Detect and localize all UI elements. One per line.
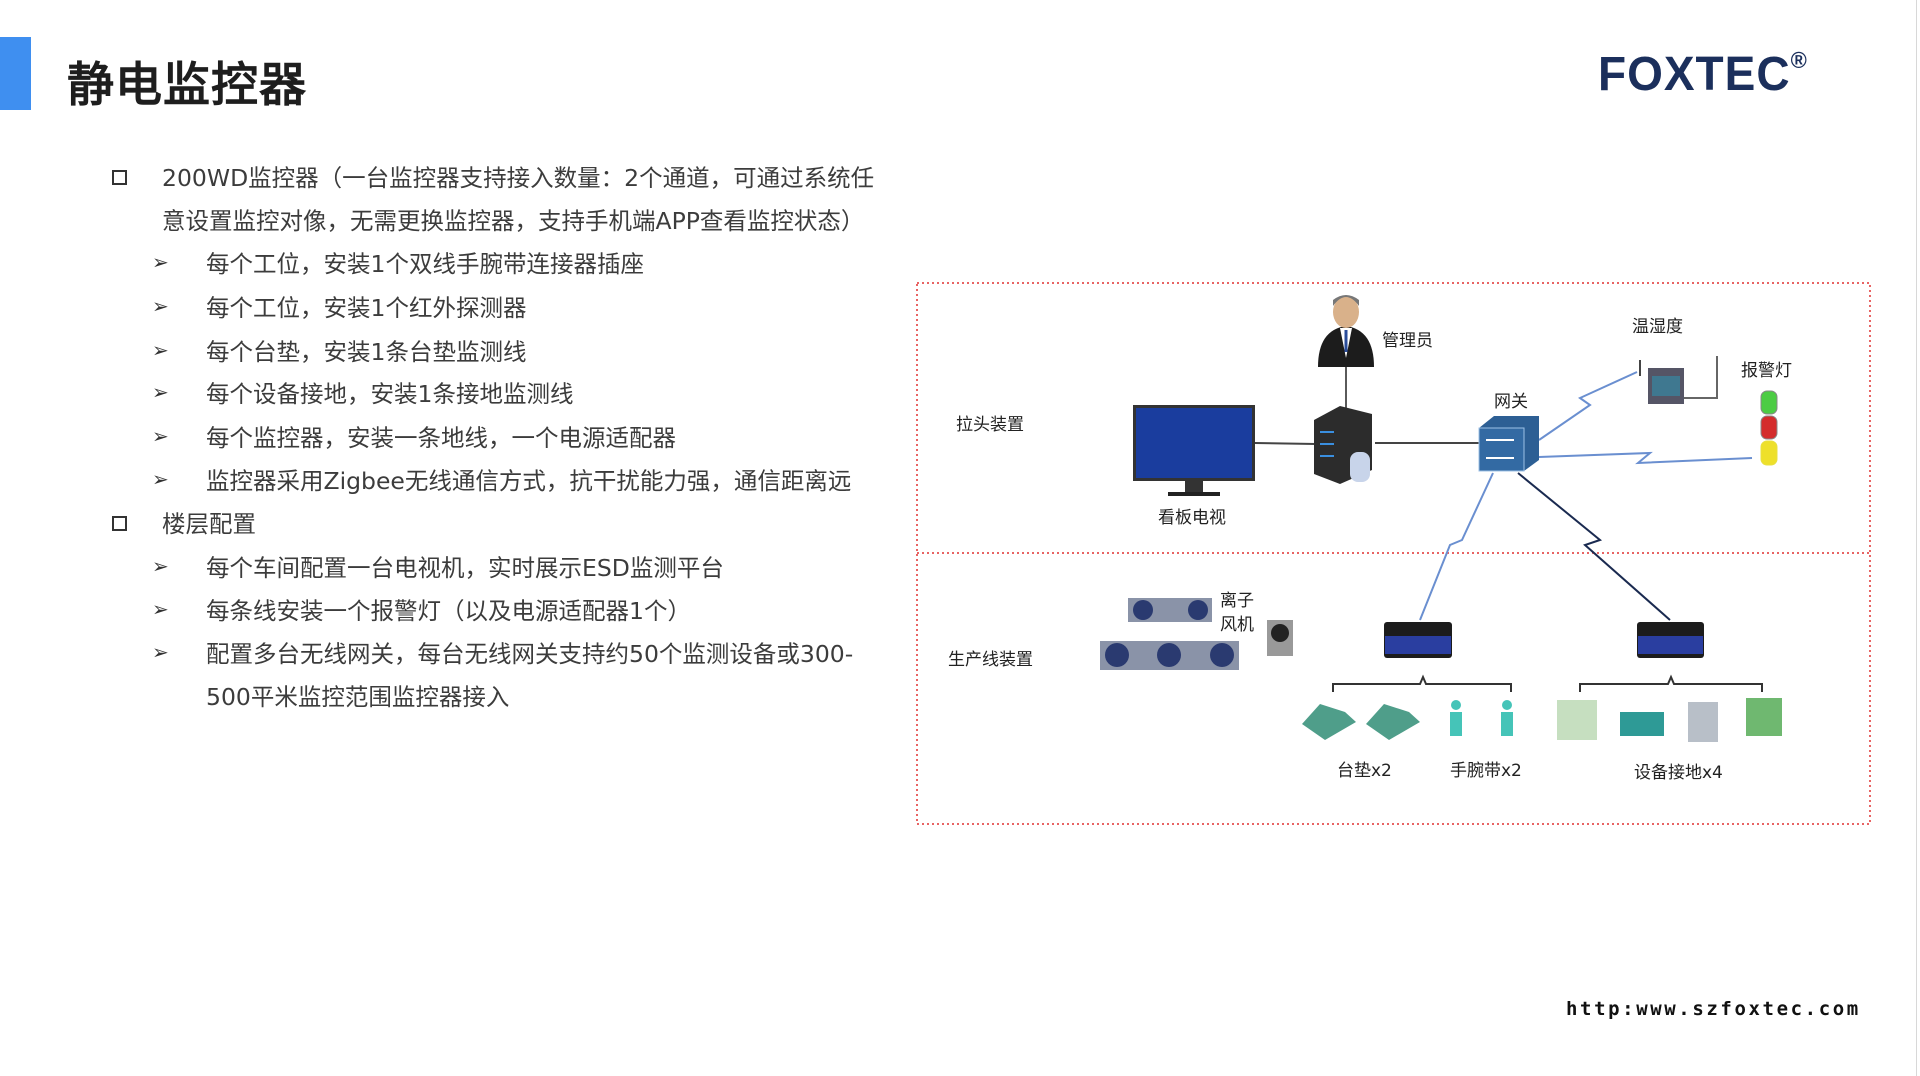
ion-fan-label: 风机 bbox=[1220, 615, 1254, 635]
wireless-link bbox=[1538, 371, 1638, 441]
monitor-device-icon bbox=[1384, 622, 1452, 658]
mat-icon bbox=[1366, 704, 1420, 740]
sub-bullet-text: 每条线安装一个报警灯（以及电源适配器1个） bbox=[206, 597, 691, 625]
slide-edge bbox=[1916, 0, 1917, 1076]
diagram-border bbox=[916, 282, 1871, 825]
mat-label: 台垫x2 bbox=[1337, 761, 1392, 781]
logo-text: FOXTEC bbox=[1598, 45, 1791, 101]
wrist-label: 手腕带x2 bbox=[1450, 761, 1522, 781]
manager-icon bbox=[1318, 295, 1374, 367]
wire bbox=[1254, 442, 1317, 445]
gateway-label: 网关 bbox=[1494, 392, 1528, 412]
mat-icon bbox=[1302, 704, 1356, 740]
sub-bullet-text: 每个设备接地，安装1条接地监测线 bbox=[206, 380, 574, 408]
arrow-bullet-icon: ➢ bbox=[152, 380, 169, 404]
sub-bullet-text: 配置多台无线网关，每台无线网关支持约50个监测设备或300- bbox=[206, 640, 854, 668]
bracket bbox=[1579, 674, 1763, 692]
machine-icon bbox=[1746, 698, 1782, 736]
gateway-icon bbox=[1478, 416, 1539, 472]
page-title: 静电监控器 bbox=[67, 58, 307, 113]
monitor-device-icon bbox=[1637, 622, 1704, 658]
alarm-light-icon bbox=[1760, 390, 1778, 466]
manager-label: 管理员 bbox=[1382, 331, 1433, 351]
ion-fan-icon bbox=[1100, 598, 1293, 670]
sub-bullet-text: 500平米监控范围监控器接入 bbox=[206, 683, 510, 711]
ground-label: 设备接地x4 bbox=[1634, 763, 1723, 783]
arrow-bullet-icon: ➢ bbox=[152, 467, 169, 491]
logo-mark: ® bbox=[1790, 46, 1808, 73]
sensor-label: 温湿度 bbox=[1632, 317, 1683, 337]
sub-bullet-text: 每个工位，安装1个双线手腕带连接器插座 bbox=[206, 250, 644, 278]
wireless-link bbox=[1538, 451, 1753, 465]
wireless-link bbox=[1419, 472, 1494, 621]
wrist-strap-person-icon bbox=[1501, 700, 1513, 736]
zone-label-top: 拉头装置 bbox=[956, 415, 1024, 435]
server-icon bbox=[1314, 406, 1372, 484]
alarm-label: 报警灯 bbox=[1741, 361, 1792, 381]
temperature-humidity-sensor-icon bbox=[1639, 356, 1718, 404]
wrist-strap-person-icon bbox=[1450, 700, 1462, 736]
sub-bullet-text: 每个车间配置一台电视机，实时展示ESD监测平台 bbox=[206, 554, 724, 582]
arrow-bullet-icon: ➢ bbox=[152, 424, 169, 448]
bullet-text: 意设置监控对像，无需更换监控器，支持手机端APP查看监控状态） bbox=[162, 207, 865, 235]
square-bullet-icon bbox=[112, 516, 127, 531]
arrow-bullet-icon: ➢ bbox=[152, 597, 169, 621]
sub-bullet-text: 每个监控器，安装一条地线，一个电源适配器 bbox=[206, 424, 676, 452]
sub-bullet-text: 每个工位，安装1个红外探测器 bbox=[206, 294, 527, 322]
bracket bbox=[1332, 674, 1512, 692]
arrow-bullet-icon: ➢ bbox=[152, 554, 169, 578]
arrow-bullet-icon: ➢ bbox=[152, 338, 169, 362]
zone-label-bottom: 生产线装置 bbox=[948, 650, 1033, 670]
arrow-bullet-icon: ➢ bbox=[152, 294, 169, 318]
foxtec-logo: FOXTEC® bbox=[1598, 45, 1808, 102]
machine-icon bbox=[1620, 712, 1664, 736]
ion-fan-label: 离子 bbox=[1220, 591, 1254, 611]
website-url: http:www.szfoxtec.com bbox=[1566, 998, 1861, 1020]
sub-bullet-text: 监控器采用Zigbee无线通信方式，抗干扰能力强，通信距离远 bbox=[206, 467, 852, 495]
tv-label: 看板电视 bbox=[1158, 508, 1226, 528]
machine-icon bbox=[1557, 700, 1597, 740]
machine-icon bbox=[1688, 702, 1718, 742]
square-bullet-icon bbox=[112, 170, 127, 185]
dashboard-tv-icon bbox=[1133, 405, 1255, 496]
title-accent-bar bbox=[0, 37, 31, 110]
arrow-bullet-icon: ➢ bbox=[152, 250, 169, 274]
wireless-link bbox=[1517, 472, 1671, 621]
bullet-text: 200WD监控器（一台监控器支持接入数量：2个通道，可通过系统任 bbox=[162, 164, 875, 192]
sub-bullet-text: 每个台垫，安装1条台垫监测线 bbox=[206, 338, 527, 366]
arrow-bullet-icon: ➢ bbox=[152, 640, 169, 664]
bullet-text: 楼层配置 bbox=[162, 510, 256, 538]
